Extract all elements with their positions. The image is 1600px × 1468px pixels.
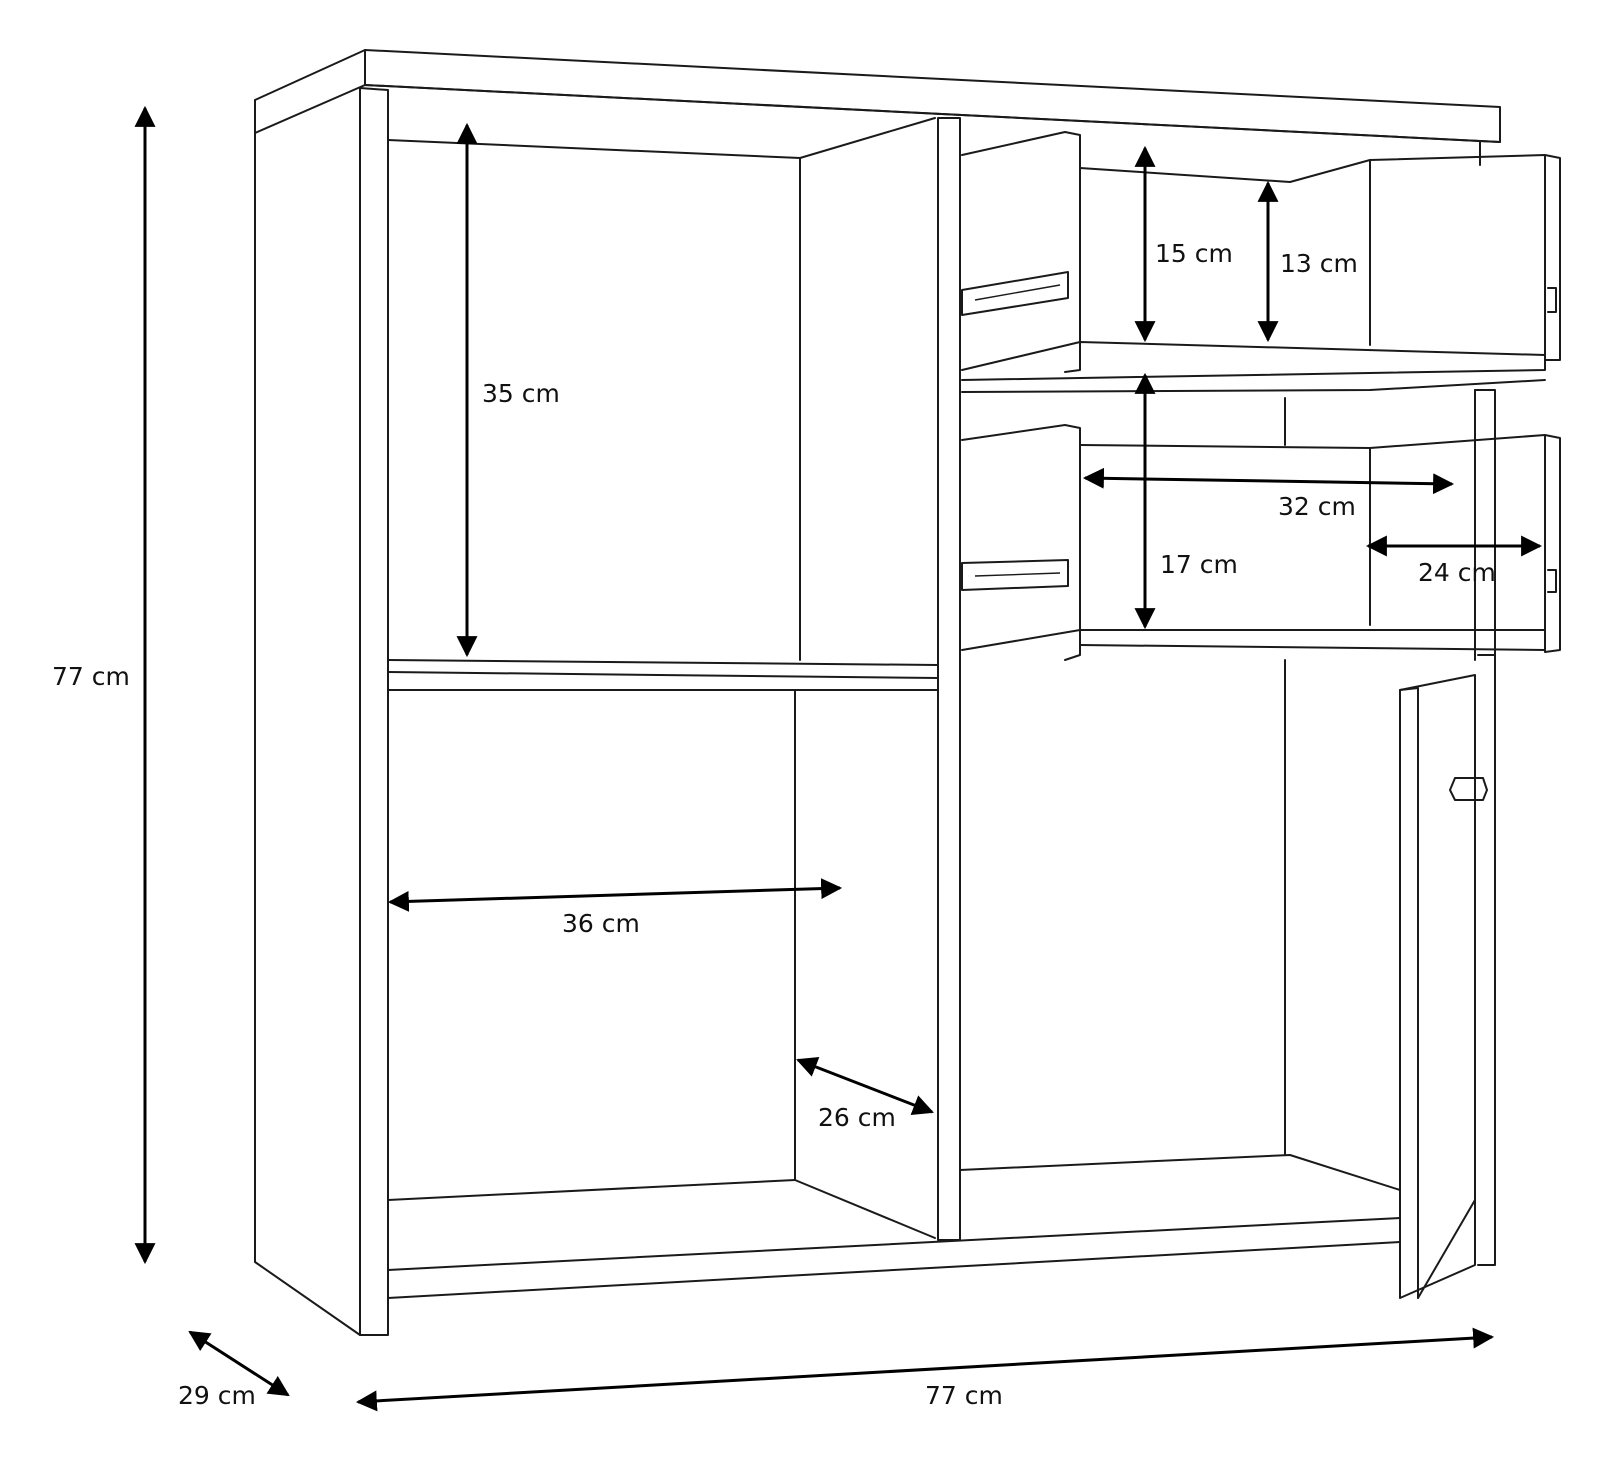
drawer-depth-label: 24 cm [1418,558,1496,587]
bottom-board [387,1154,1401,1299]
drawer-top-outer-height-label: 15 cm [1155,239,1233,268]
total-width-label: 77 cm [925,1381,1003,1410]
bottom-drawer [961,424,1561,661]
open-door [1399,674,1488,1299]
depth-label: 29 cm [178,1381,256,1410]
open-shelf-width-arrow [387,878,843,912]
width-arrow [355,1327,1495,1412]
central-divider [937,117,961,1241]
open-shelf-depth-arrow [796,1057,934,1115]
left-side-panel [254,87,389,1336]
total-height-label: 77 cm [52,662,130,691]
top-drawer [961,131,1561,393]
left-compartment-back [387,117,936,1239]
drawer-width-arrow [1082,467,1455,495]
open-shelf-width-label: 36 cm [562,909,640,938]
open-shelf-height-label: 35 cm [482,379,560,408]
dimension-arrows [134,105,1543,1412]
right-compartment-back [1284,389,1496,1266]
left-middle-shelf [387,659,939,691]
depth-arrow [188,1330,290,1397]
drawer-bottom-height-label: 17 cm [1160,550,1238,579]
right-frame [1474,141,1496,656]
cabinet-drawing [254,49,1561,1336]
drawer-top-inner-height-label: 13 cm [1280,249,1358,278]
top-board [254,49,1501,143]
open-shelf-depth-label: 26 cm [818,1103,896,1132]
drawer-width-label: 32 cm [1278,492,1356,521]
dimension-labels: 77 cm 77 cm 29 cm 35 cm 36 cm 26 cm 15 c… [52,239,1496,1410]
